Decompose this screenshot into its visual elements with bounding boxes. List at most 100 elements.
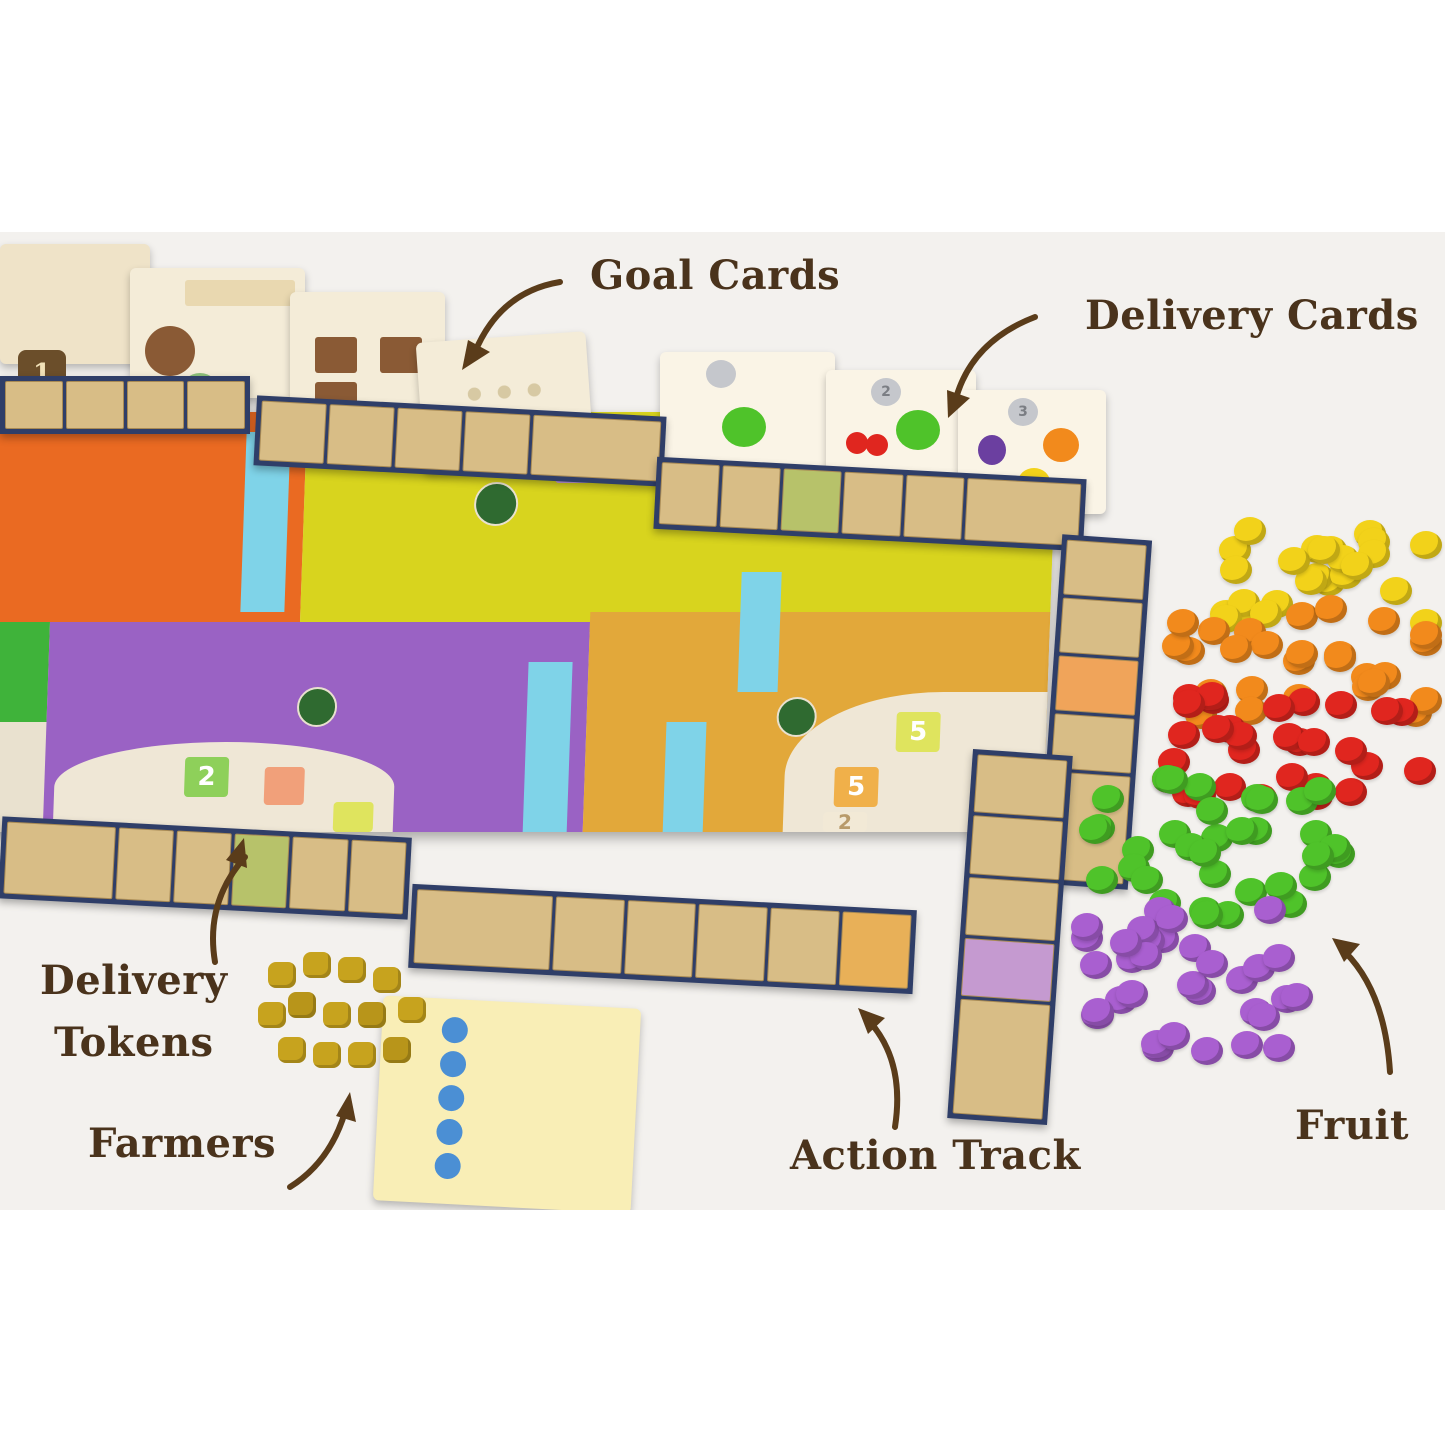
apple-piece	[1245, 785, 1278, 814]
grape-icon	[978, 435, 1006, 465]
apple-piece	[1225, 817, 1258, 846]
action-track	[0, 376, 250, 434]
gear-icon	[437, 1084, 465, 1112]
orange-piece	[1324, 643, 1357, 672]
lemon-piece	[1379, 577, 1412, 606]
cherry-piece	[1371, 697, 1404, 726]
grape-piece	[1196, 949, 1229, 978]
coin-value: 3	[1018, 404, 1028, 420]
gear-icon	[434, 1152, 462, 1180]
grape-piece	[1157, 1021, 1190, 1050]
grape-piece	[1116, 979, 1149, 1008]
apple-piece	[1196, 797, 1229, 826]
goal-card-header	[185, 280, 295, 306]
lemon-piece	[1220, 556, 1253, 585]
apple-piece	[1130, 865, 1163, 894]
delivery-token	[263, 767, 305, 805]
grape-piece	[1081, 998, 1114, 1027]
grape-piece	[1109, 928, 1142, 957]
river	[737, 572, 782, 692]
river	[662, 722, 707, 832]
cherry-icon	[846, 432, 868, 454]
token-number: 5	[846, 772, 866, 802]
label-delivery-tokens-line2: Tokens	[53, 1019, 214, 1066]
apple-piece	[1085, 865, 1118, 894]
apple-piece	[1092, 784, 1125, 813]
token-number: 2	[197, 762, 217, 792]
token-number: 5	[908, 717, 928, 747]
farmer-meeple	[348, 1042, 376, 1068]
farmer-meeple	[323, 1002, 351, 1028]
goal-icon	[145, 326, 195, 376]
delivery-card	[660, 352, 835, 472]
cherry-piece	[1334, 777, 1367, 806]
grape-piece	[1280, 983, 1313, 1012]
cherry-piece	[1202, 715, 1235, 744]
goal-card	[0, 244, 150, 364]
farmers-pile	[258, 942, 438, 1102]
cherry-piece	[1276, 763, 1309, 792]
apple-piece	[1191, 900, 1224, 929]
lemon-piece	[1340, 552, 1373, 581]
grape-piece	[1191, 1036, 1224, 1065]
grape-piece	[1230, 1030, 1263, 1059]
action-track	[408, 883, 917, 995]
label-delivery-tokens: Delivery Tokens	[40, 950, 228, 1074]
label-fruit: Fruit	[1295, 1102, 1410, 1149]
lemon-piece	[1277, 547, 1310, 575]
farmer-meeple	[258, 1002, 286, 1028]
farmer-meeple	[313, 1042, 341, 1068]
farmer-meeple	[338, 957, 366, 983]
apple-piece	[1265, 871, 1298, 900]
cherry-piece	[1403, 756, 1436, 785]
label-farmers: Farmers	[88, 1120, 277, 1167]
orange-piece	[1166, 608, 1199, 637]
farmer-meeple	[398, 997, 426, 1023]
farmer-meeple	[373, 967, 401, 993]
game-photo: 2 5 5 2 1 2 3	[0, 232, 1445, 1210]
orange-piece	[1250, 631, 1283, 660]
grape-piece	[1263, 943, 1296, 972]
label-goal-cards: Goal Cards	[590, 252, 841, 299]
cherry-piece	[1167, 721, 1200, 750]
green-region	[0, 622, 51, 722]
delivery-token: 5	[833, 767, 879, 807]
cherry-icon	[866, 434, 888, 456]
coin-value: 2	[881, 384, 891, 400]
orange-piece	[1368, 606, 1401, 635]
cherry-piece	[1173, 689, 1206, 718]
goal-icon	[380, 337, 422, 373]
farmer-meeple	[288, 992, 316, 1018]
coin: 3	[1008, 398, 1038, 426]
apple-piece	[1188, 839, 1221, 868]
grape-piece	[1079, 950, 1112, 979]
gear-icon	[435, 1118, 464, 1146]
orange-icon	[1043, 428, 1079, 462]
grape-piece	[1248, 1003, 1281, 1032]
grape-piece	[1254, 896, 1287, 925]
label-delivery-tokens-line1: Delivery	[40, 957, 228, 1004]
cherry-piece	[1214, 773, 1247, 802]
delivery-token: 2	[822, 810, 868, 832]
apple-piece	[1184, 772, 1217, 801]
lemon-piece	[1307, 535, 1340, 564]
label-action-track: Action Track	[790, 1132, 1081, 1179]
coin	[706, 360, 736, 388]
grape-piece	[1070, 913, 1103, 942]
apple-piece	[1304, 776, 1337, 805]
cherry-piece	[1297, 728, 1330, 757]
token-number: 2	[837, 810, 853, 832]
goal-icon	[315, 337, 357, 373]
farmer-meeple	[278, 1037, 306, 1063]
delivery-token	[332, 802, 374, 832]
coin: 2	[871, 378, 901, 406]
apple-piece	[1079, 816, 1112, 845]
orange-piece	[1220, 635, 1253, 664]
orange-piece	[1357, 668, 1390, 697]
orange-piece	[1315, 594, 1348, 623]
cherry-piece	[1324, 691, 1357, 720]
cherry-piece	[1335, 736, 1368, 765]
river	[522, 662, 573, 832]
delivery-token: 2	[183, 757, 230, 797]
grape-piece	[1262, 1034, 1295, 1063]
